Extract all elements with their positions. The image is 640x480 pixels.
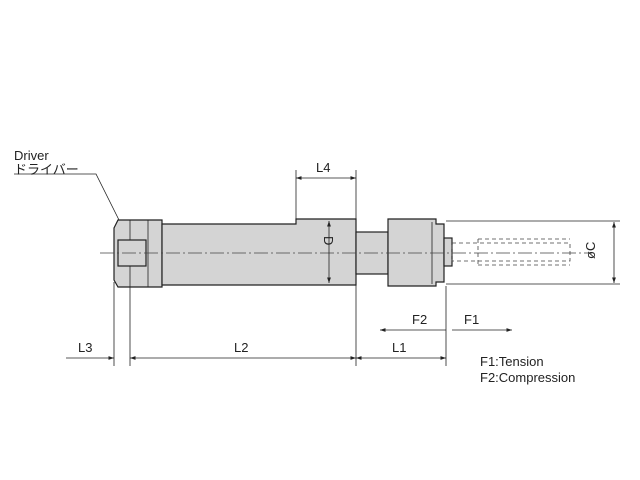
- dim-bottom: [66, 282, 447, 366]
- driver-label-jp: ドライバー: [14, 162, 79, 177]
- label-d: D: [321, 236, 336, 245]
- dim-oc: [446, 220, 620, 285]
- label-l2: L2: [234, 340, 248, 355]
- label-l4: L4: [316, 160, 330, 175]
- label-oc: øC: [583, 242, 598, 259]
- dim-l4: [295, 170, 357, 219]
- note-compression: F2:Compression: [480, 370, 575, 385]
- label-f1: F1: [464, 312, 479, 327]
- driver-leader: [14, 173, 121, 223]
- hidden-thread: [451, 238, 571, 266]
- label-f2: F2: [412, 312, 427, 327]
- label-l3: L3: [78, 340, 92, 355]
- label-l1: L1: [392, 340, 406, 355]
- driver-label-en: Driver: [14, 148, 49, 163]
- note-tension: F1:Tension: [480, 354, 544, 369]
